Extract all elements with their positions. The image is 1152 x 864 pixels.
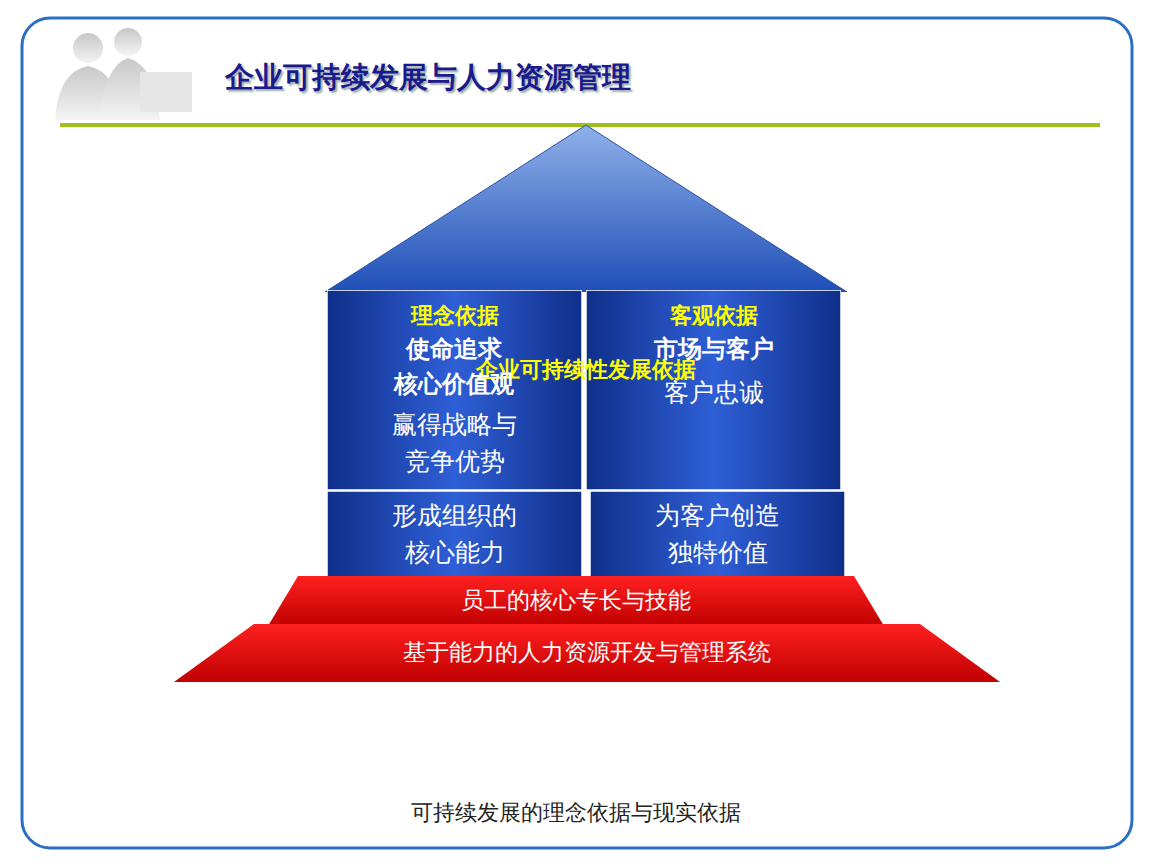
node-text: 为客户创造 独特价值 bbox=[640, 498, 795, 571]
pillar-base: 形成组织的 核心能力 bbox=[327, 491, 582, 578]
caption: 可持续发展的理念依据与现实依据 bbox=[0, 798, 1152, 828]
node-heading: 理念依据 bbox=[411, 300, 499, 332]
pillar-base: 为客户创造 独特价值 bbox=[590, 491, 845, 578]
foundation-band: 员工的核心专长与技能 bbox=[268, 576, 884, 626]
slide-title: 企业可持续发展与人力资源管理 bbox=[225, 58, 631, 98]
text-stack: 理念依据使命追求 核心价值观赢得战略与 竞争优势 bbox=[327, 300, 582, 490]
pillar-block: 理念依据使命追求 核心价值观赢得战略与 竞争优势 bbox=[327, 290, 582, 490]
people-silhouette bbox=[55, 28, 192, 120]
node-text: 形成组织的 核心能力 bbox=[377, 498, 532, 571]
text-stack: 形成组织的 核心能力 bbox=[327, 491, 582, 578]
node-text: 基于能力的人力资源开发与管理系统 bbox=[403, 639, 771, 667]
pillar-block: 客观依据市场与客户客户忠诚 bbox=[586, 290, 841, 490]
node-text: 赢得战略与 竞争优势 bbox=[377, 407, 532, 480]
node-text: 使命追求 核心价值观 bbox=[380, 332, 529, 402]
node-text: 客户忠诚 bbox=[664, 375, 764, 411]
border-frame bbox=[22, 18, 1132, 848]
text-stack: 员工的核心专长与技能 bbox=[268, 576, 884, 626]
node-heading: 客观依据 bbox=[670, 300, 758, 332]
text-stack: 客观依据市场与客户客户忠诚 bbox=[586, 300, 841, 490]
title-rule bbox=[60, 123, 1100, 127]
text-stack: 基于能力的人力资源开发与管理系统 bbox=[174, 624, 1000, 682]
foundation-band: 基于能力的人力资源开发与管理系统 bbox=[174, 624, 1000, 682]
node-text: 员工的核心专长与技能 bbox=[461, 587, 691, 615]
roof-triangle-shape bbox=[325, 125, 847, 292]
roof-triangle: 企业可持续性发展依据 bbox=[325, 125, 847, 292]
text-stack: 为客户创造 独特价值 bbox=[590, 491, 845, 578]
node-text: 市场与客户 bbox=[654, 332, 774, 367]
